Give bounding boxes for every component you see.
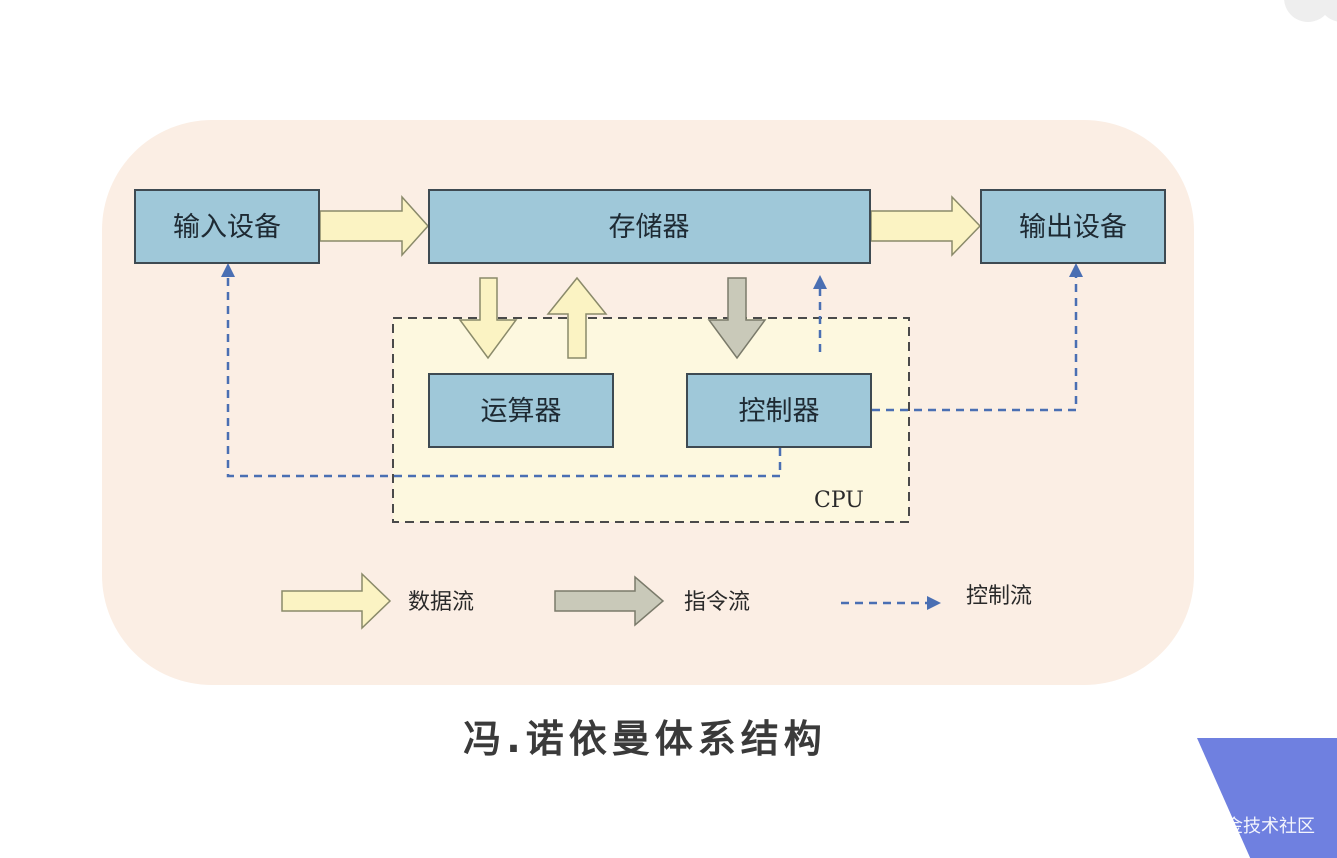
data-arrow-memory-to-alu [458, 277, 518, 360]
data-arrow-memory-to-output [870, 195, 982, 257]
data-arrow-input-to-memory [319, 195, 430, 257]
legend-control-flow-label: 控制流 [966, 584, 1032, 609]
instruction-arrow-memory-to-controller [707, 277, 767, 360]
legend: 数据流 指令流 控制流 [281, 572, 1032, 630]
memory-label: 存储器 [609, 212, 690, 243]
controller-label: 控制器 [739, 396, 820, 427]
control-line-controller-to-output [872, 263, 1083, 412]
input-device-label: 输入设备 [173, 212, 281, 243]
controller-box: 控制器 [686, 373, 872, 448]
memory-box: 存储器 [428, 189, 871, 264]
alu-label: 运算器 [481, 396, 562, 427]
output-device-label: 输出设备 [1019, 212, 1127, 243]
watermark-text: @稀土掘金技术社区 [1153, 816, 1315, 837]
legend-instruction-flow-arrow [554, 575, 665, 627]
legend-data-flow-label: 数据流 [408, 590, 474, 615]
legend-instruction-flow-label: 指令流 [684, 590, 750, 615]
cpu-label: CPU [814, 488, 864, 513]
input-device-box: 输入设备 [134, 189, 320, 264]
diagram-caption: 冯.诺依曼体系结构 [463, 717, 827, 761]
alu-box: 运算器 [428, 373, 614, 448]
output-device-box: 输出设备 [980, 189, 1166, 264]
data-arrow-alu-to-memory [546, 276, 608, 359]
control-line-controller-to-input [221, 263, 782, 478]
legend-data-flow-arrow [281, 572, 392, 630]
